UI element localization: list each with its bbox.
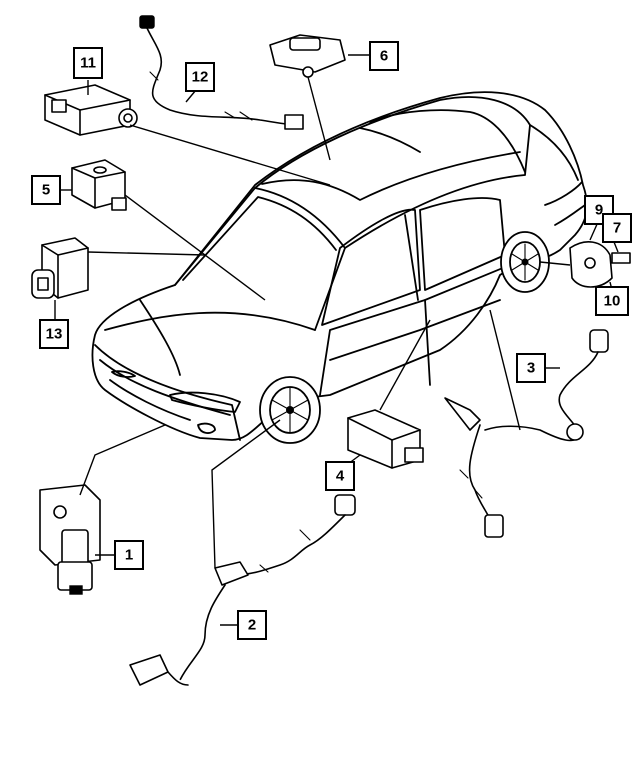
part-12-wire-harness <box>139 15 304 130</box>
callout-9: 9 <box>584 195 614 225</box>
part-13-relay <box>31 237 89 299</box>
callout-3: 3 <box>516 353 546 383</box>
part-10-tpms-sensor <box>569 241 631 288</box>
callout-7: 7 <box>602 213 632 243</box>
part-1-sensor <box>39 484 101 595</box>
callout-13: 13 <box>39 319 69 349</box>
callout-2: 2 <box>237 610 267 640</box>
callout-9-label: 9 <box>595 202 603 219</box>
callout-10-label: 10 <box>604 293 621 310</box>
callout-11-label: 11 <box>80 55 96 72</box>
part-6-module <box>269 34 346 78</box>
callout-4: 4 <box>325 461 355 491</box>
part-5-sensor <box>71 159 127 211</box>
callout-7-label: 7 <box>613 220 621 237</box>
callout-5-label: 5 <box>42 182 50 199</box>
callout-12: 12 <box>185 62 215 92</box>
callout-13-label: 13 <box>46 326 63 343</box>
sedan-vehicle <box>91 91 588 444</box>
callout-2-label: 2 <box>248 617 256 634</box>
callout-6: 6 <box>369 41 399 71</box>
part-2-wheel-speed-sensor <box>129 494 356 686</box>
callout-6-label: 6 <box>380 48 388 65</box>
callout-1: 1 <box>114 540 144 570</box>
callout-3-label: 3 <box>527 360 535 377</box>
part-4-sensor <box>347 409 424 469</box>
part-3-wheel-speed-sensor <box>444 329 609 538</box>
callout-5: 5 <box>31 175 61 205</box>
callout-12-label: 12 <box>192 69 209 86</box>
callout-11: 11 <box>73 47 103 79</box>
part-11-sensor <box>44 84 138 136</box>
callout-4-label: 4 <box>336 468 345 485</box>
callout-1-label: 1 <box>125 547 133 564</box>
callout-10: 10 <box>595 286 629 316</box>
